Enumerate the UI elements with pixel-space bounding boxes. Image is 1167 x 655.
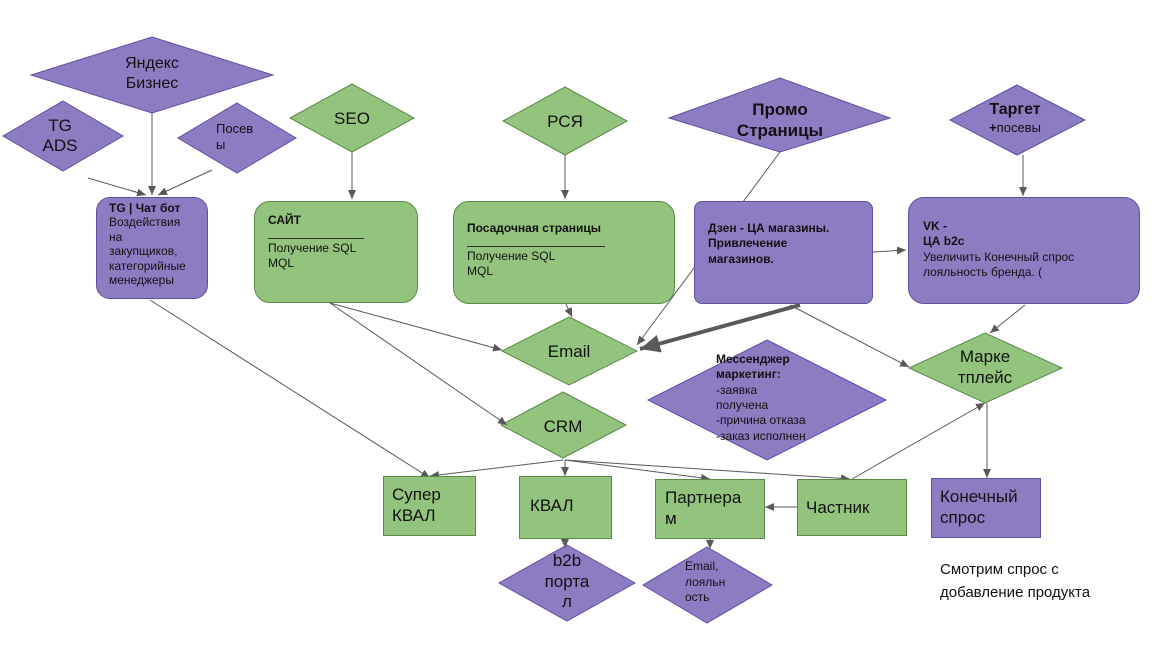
target-label: Таргет +посевы	[989, 101, 1041, 135]
landing-separator	[467, 246, 605, 247]
arrow-tgads-tgbot	[87, 177, 147, 197]
arrow-tgbot-superkval	[149, 299, 431, 479]
site-separator	[268, 238, 364, 239]
dzen-label: Дзен - ЦА магазины. Привлечение магазино…	[708, 221, 830, 266]
super-kval-box	[383, 476, 476, 536]
email-loyal-diamond	[642, 546, 773, 624]
kval-label: КВАЛ	[530, 496, 574, 515]
crm-label: CRM	[543, 417, 583, 436]
arrow-site-crm	[329, 302, 508, 426]
marketplace-label: Марке тплейс	[957, 347, 1013, 387]
arrow-posevy-tgbot	[157, 169, 213, 196]
arrow-landing-email	[564, 303, 573, 318]
target-plus: +	[989, 120, 997, 135]
site-box	[254, 201, 418, 303]
yandex-label: Яндекс Бизнес	[125, 55, 179, 92]
partners-label: Партнера м	[665, 488, 742, 529]
vk-box	[908, 197, 1140, 304]
dzen-box	[694, 201, 873, 304]
promo-label: Промо Страницы	[736, 100, 824, 141]
messenger-label: Мессенджер маркетинг: -заявка получена -…	[716, 352, 806, 443]
arrow-crm-partners	[564, 459, 711, 482]
arrow-site-email	[329, 302, 503, 352]
arrow-crm-superkval	[429, 459, 564, 479]
tg-bot-box	[96, 197, 208, 299]
tg-bot-label: TG | Чат бот Воздействия на закупщиков, …	[109, 201, 186, 287]
arrow-dzen-vk	[872, 246, 907, 255]
posevy-small-label: Посев ы	[216, 121, 254, 153]
end-demand-box	[931, 478, 1041, 538]
b2b-diamond	[497, 544, 637, 622]
site-label: САЙТ Получение SQL MQL	[268, 213, 408, 271]
vk-label: VK - ЦА b2c Увеличить Конечный спрос лоя…	[923, 219, 1075, 280]
landing-label: Посадочная страницы Получение SQL MQL	[467, 221, 667, 279]
seo-label: SEO	[334, 109, 370, 128]
arrow-dzen-marketplace	[789, 304, 910, 368]
email-loyal-label: Email, лояльн ость	[685, 559, 726, 605]
target-sub: посевы	[996, 120, 1041, 135]
b2b-label: b2b порта л	[544, 551, 590, 612]
arrow-dzen-email-bold	[639, 303, 801, 353]
target-diamond	[948, 84, 1087, 156]
posevy-diamond	[177, 102, 297, 174]
email-label: Email	[547, 342, 591, 361]
crm-diamond	[499, 391, 628, 459]
arrow-private-marketplace	[851, 402, 986, 480]
landing-box	[453, 201, 675, 304]
email-diamond	[500, 316, 639, 386]
private-label: Частник	[806, 498, 870, 517]
private-box	[797, 479, 907, 536]
messenger-diamond	[646, 339, 888, 461]
kval-box	[519, 476, 612, 539]
super-kval-label: Супер КВАЛ	[392, 485, 441, 526]
note-text: Смотрим спрос с добавление продукта	[940, 561, 1091, 601]
tg-ads-diamond	[2, 100, 124, 172]
end-demand-label: Конечный спрос	[940, 487, 1018, 528]
partners-box	[655, 479, 765, 539]
rsya-label: РСЯ	[547, 112, 583, 131]
tg-ads-label: TG ADS	[42, 116, 78, 156]
arrow-crm-private	[564, 459, 851, 483]
arrow-vk-marketplace	[989, 304, 1026, 334]
